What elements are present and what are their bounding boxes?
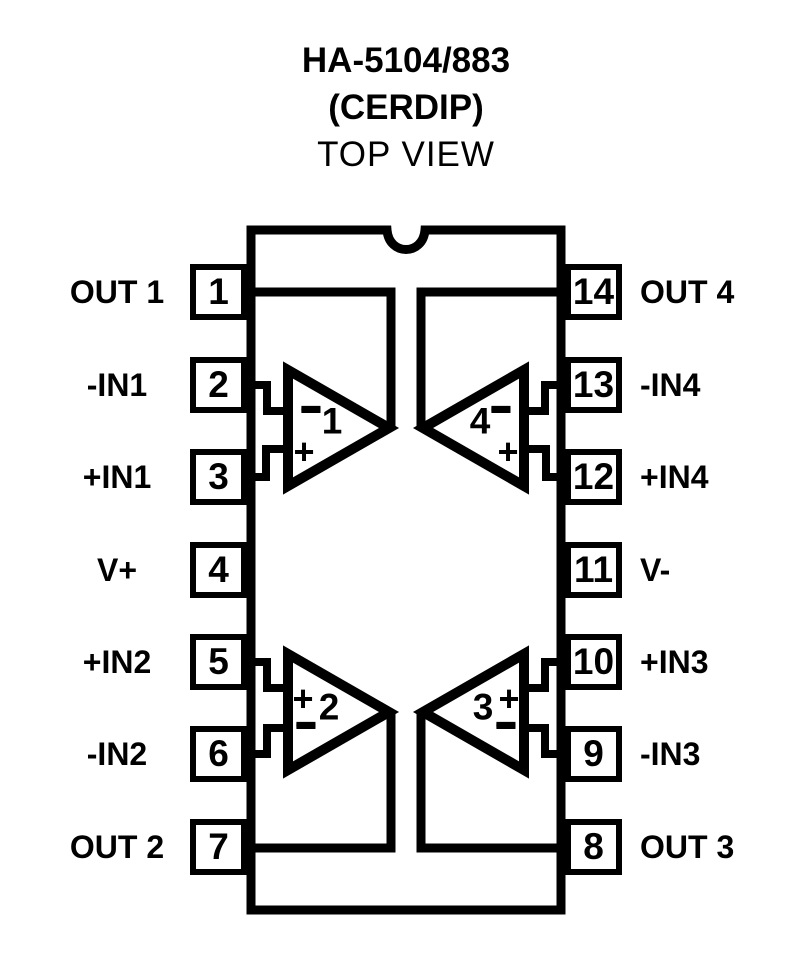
opamp-3-noninverting-sign: + [498, 678, 520, 719]
pin-13-box: 13 [565, 357, 622, 413]
pin-8-box: 8 [565, 819, 622, 875]
page-title: HA-5104/883 (CERDIP) TOP VIEW [6, 37, 800, 178]
pin-9-label: -IN3 [640, 736, 701, 772]
opamp-3-triangle [412, 645, 529, 779]
pin-4-label: V+ [96, 552, 138, 588]
opamp-2-triangle [283, 645, 400, 779]
pin-7-box: 7 [190, 819, 247, 875]
pin-8-number: 8 [583, 826, 604, 867]
trace-in2-noninverting [247, 658, 291, 692]
pin-7-label: OUT 2 [69, 829, 165, 865]
pin-10-box: 10 [565, 634, 622, 690]
opamp-2-inverting-sign: − [294, 705, 318, 747]
trace-in1-noninverting [247, 445, 291, 481]
pin-11-box: 11 [565, 542, 622, 598]
trace-in2-inverting [247, 724, 291, 758]
pin-4-number: 4 [208, 549, 229, 590]
trace-in3-noninverting [521, 658, 565, 692]
pin-5-label: +IN2 [82, 644, 152, 680]
opamp-2-number: 2 [318, 686, 340, 728]
title-package-type: (CERDIP) [328, 88, 484, 127]
trace-in4-inverting [521, 381, 565, 415]
pin-6-number: 6 [208, 733, 229, 774]
pin-1-number: 1 [208, 271, 229, 312]
pin-2-number: 2 [208, 364, 229, 405]
opamp-4-noninverting-sign: + [497, 431, 519, 472]
pin-12-number: 12 [572, 456, 615, 497]
pin-14-number: 14 [572, 271, 615, 312]
opamp-4-number: 4 [469, 400, 491, 442]
ic-package-outline [246, 225, 566, 915]
pin-6-label: -IN2 [86, 736, 148, 772]
trace-in1-inverting [247, 381, 291, 415]
pin-3-label: +IN1 [82, 459, 152, 495]
trace-out1 [247, 287, 396, 429]
opamp-1-inverting-sign: − [299, 389, 323, 431]
trace-in3-inverting [521, 724, 565, 758]
pin-11-number: 11 [573, 549, 614, 590]
opamp-1-triangle [283, 361, 400, 495]
opamp-1-noninverting-sign: + [293, 431, 315, 472]
pin-7-number: 7 [208, 826, 229, 867]
opamp-3-number: 3 [472, 686, 494, 728]
trace-out2 [247, 711, 396, 853]
title-part-number: HA-5104/883 [301, 41, 511, 80]
pin-8-label: OUT 3 [640, 829, 735, 865]
pin-10-label: +IN3 [640, 644, 709, 680]
pin-3-number: 3 [208, 456, 229, 497]
pin-9-box: 9 [565, 726, 622, 782]
opamp-2-noninverting-sign: + [292, 678, 314, 719]
pin-13-number: 13 [572, 364, 615, 405]
pin-2-box: 2 [190, 357, 247, 413]
pin-1-box: 1 [190, 264, 247, 320]
opamp-4-triangle [412, 361, 529, 495]
pin-14-label: OUT 4 [640, 274, 735, 310]
pin-3-box: 3 [190, 449, 247, 505]
trace-out4 [416, 287, 565, 429]
pin-1-label: OUT 1 [69, 274, 165, 310]
pin-12-label: +IN4 [640, 459, 709, 495]
pin-5-number: 5 [208, 641, 229, 682]
trace-out3 [416, 711, 565, 853]
pin-13-label: -IN4 [640, 367, 701, 403]
pin-12-box: 12 [565, 449, 622, 505]
pin-5-box: 5 [190, 634, 247, 690]
opamp-3-inverting-sign: − [494, 705, 518, 747]
pin-10-number: 10 [572, 641, 615, 682]
pin-4-box: 4 [190, 542, 247, 598]
opamp-4-inverting-sign: − [489, 389, 513, 431]
title-view-orientation: TOP VIEW [317, 135, 495, 174]
pin-6-box: 6 [190, 726, 247, 782]
pin-9-number: 9 [583, 733, 604, 774]
trace-in4-noninverting [521, 445, 565, 481]
pin-2-label: -IN1 [86, 367, 148, 403]
pin-14-box: 14 [565, 264, 622, 320]
pin-11-label: V- [640, 552, 671, 588]
opamp-1-number: 1 [321, 400, 343, 442]
